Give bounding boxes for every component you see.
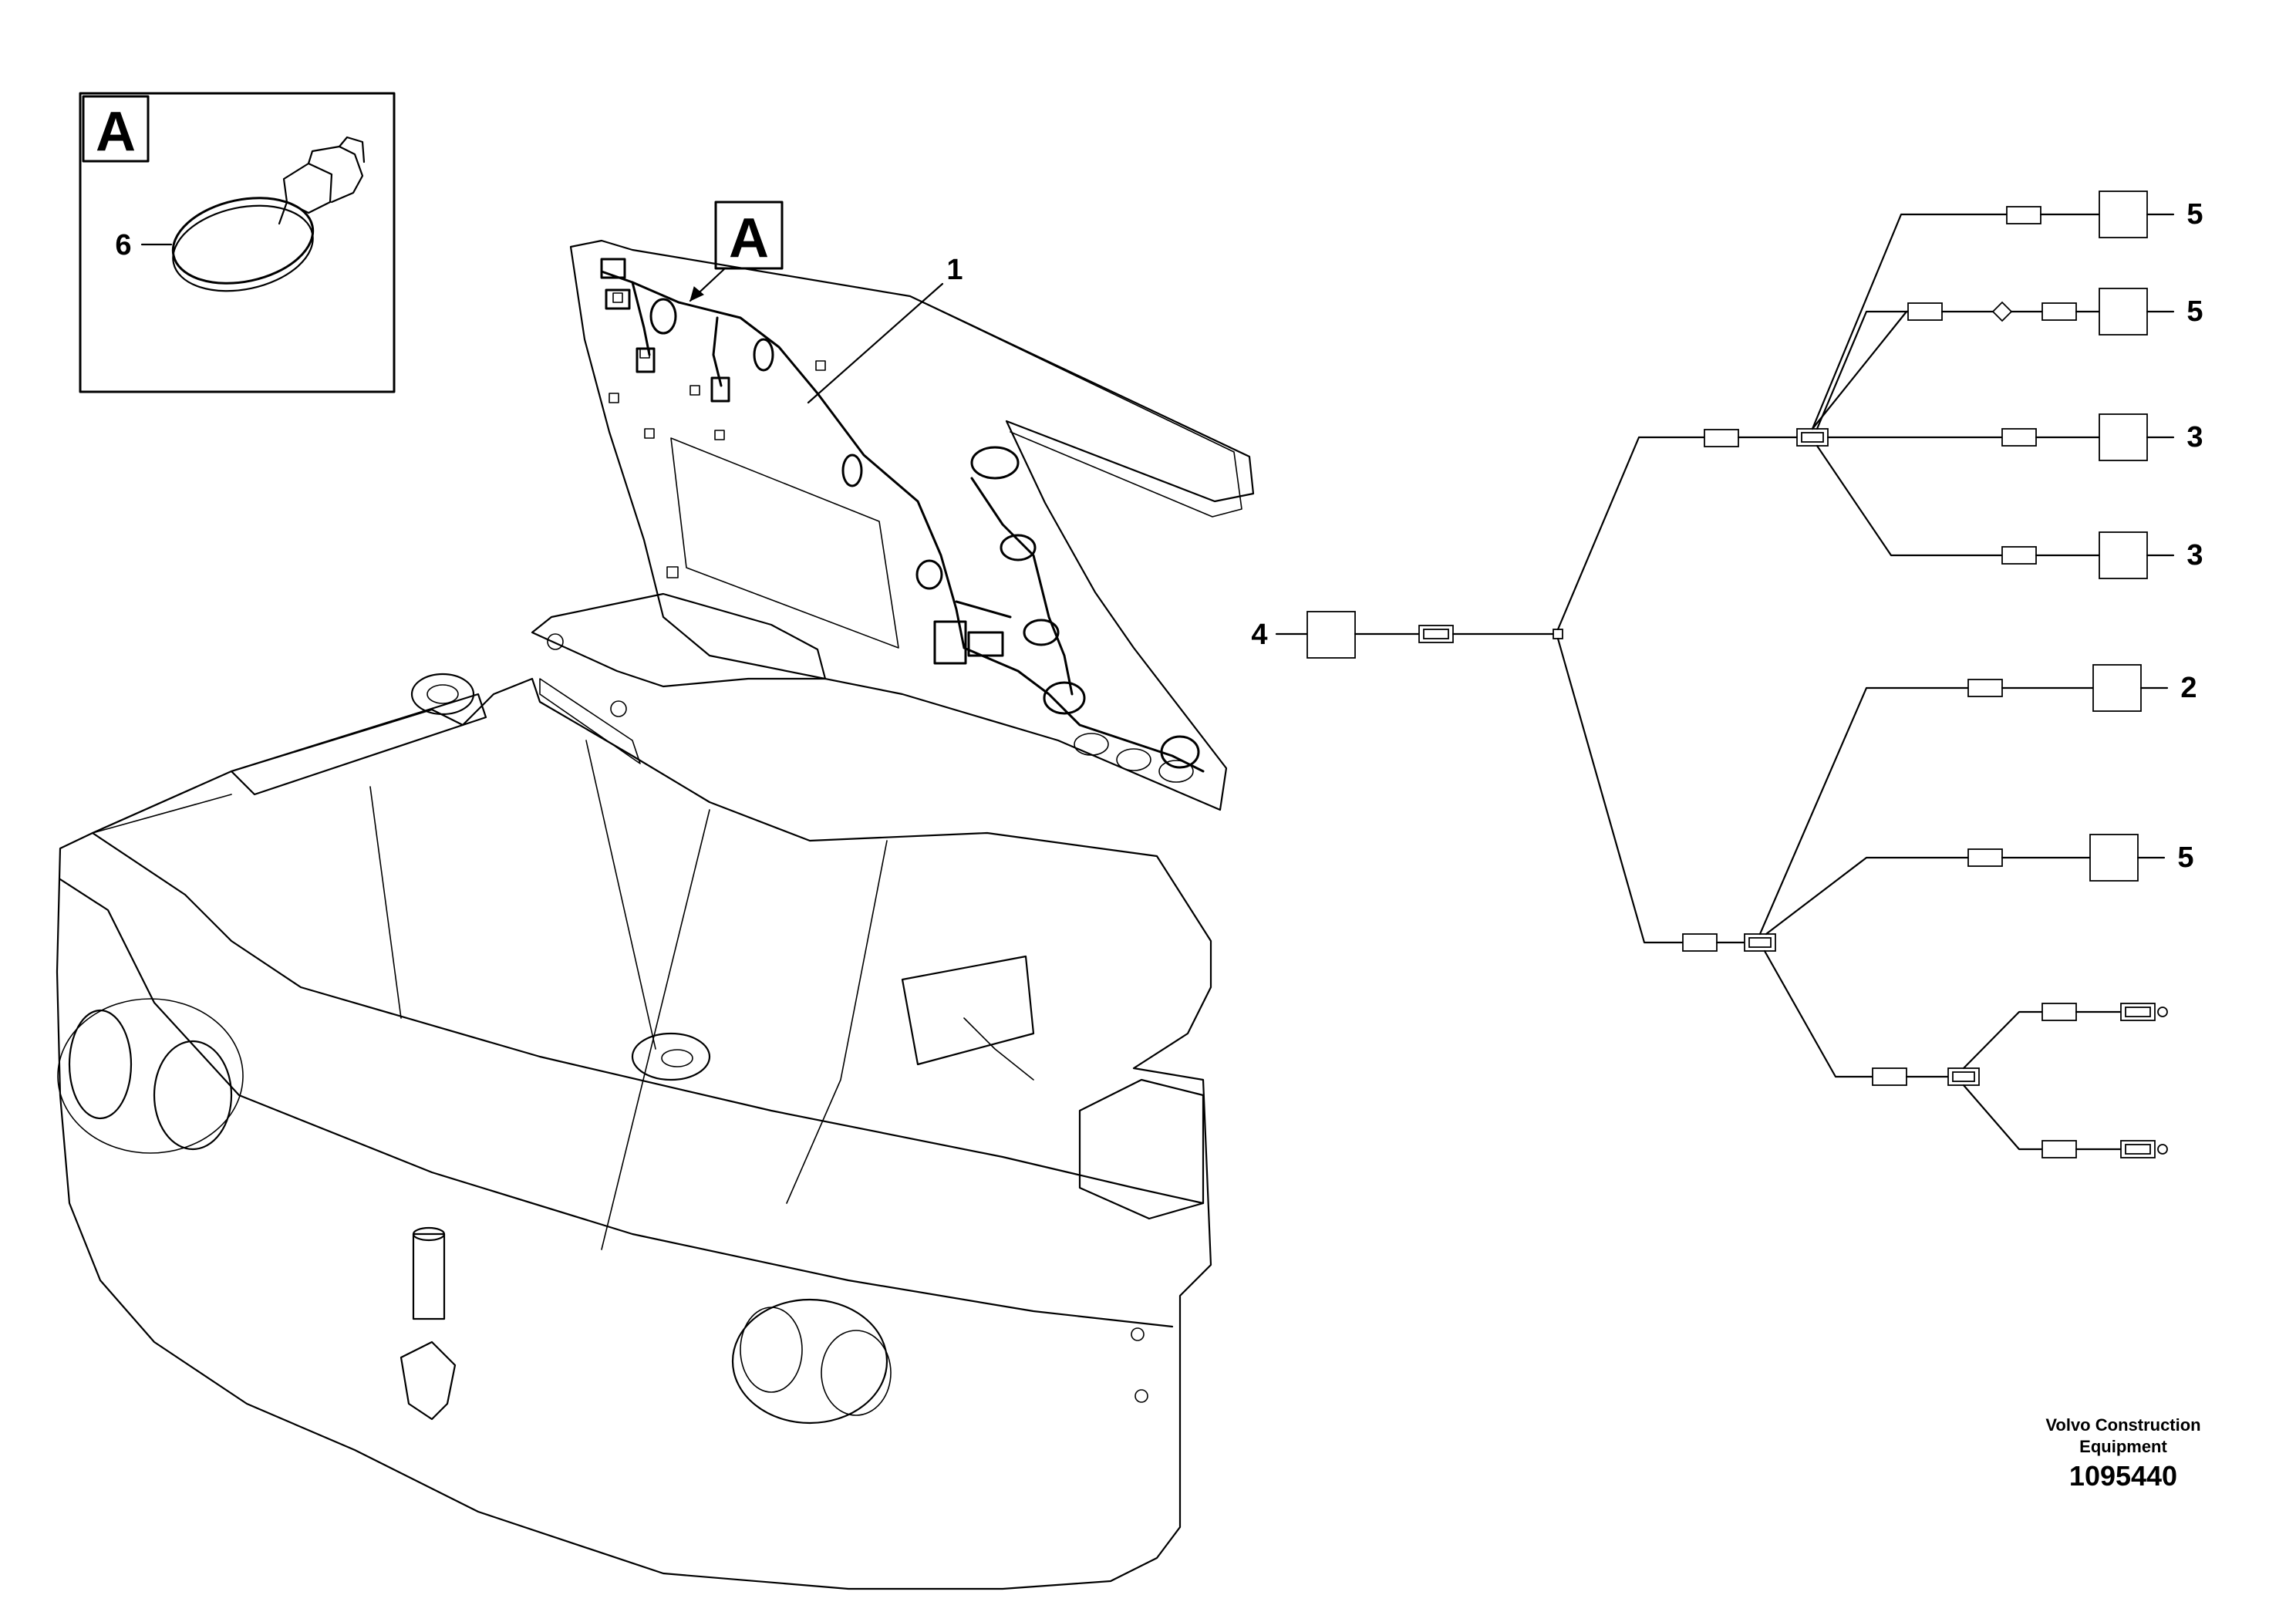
right-lamp-cluster <box>731 1298 892 1425</box>
schem-label-5-top: 5 <box>2186 198 2203 231</box>
detail-frame <box>79 92 396 393</box>
mounting-bracket <box>531 592 827 688</box>
view-a-marker: A <box>689 201 784 302</box>
schem-label-3-upper: 3 <box>2186 421 2203 454</box>
view-tag-letter: A <box>729 207 769 269</box>
panel-holes <box>609 292 1194 783</box>
schem-label-4: 4 <box>1251 619 1267 651</box>
detail-view-a: A 6 <box>79 92 396 393</box>
drawing-number: 1095440 <box>2069 1460 2177 1492</box>
part-label-6: 6 <box>115 229 131 261</box>
part-label-1: 1 <box>946 254 963 286</box>
machine-front-illustration <box>56 239 1255 1590</box>
schem-connector-4 <box>1306 611 1356 659</box>
panel-window <box>670 437 899 649</box>
harness-schematic <box>1275 191 2175 1158</box>
left-lamp-cluster <box>57 998 244 1154</box>
detail-tag-letter: A <box>96 101 136 163</box>
part-1-leader <box>807 282 944 404</box>
view-tag-box <box>714 201 784 270</box>
footer-block: Volvo Construction Equipment 1095440 <box>2045 1415 2200 1492</box>
schem-label-2: 2 <box>2180 672 2197 704</box>
wiring-harness <box>600 258 1205 773</box>
schem-label-3-lower: 3 <box>2186 539 2203 572</box>
cable-tie-clip <box>171 136 366 292</box>
control-box <box>901 955 1035 1066</box>
company-line-1: Volvo Construction <box>2045 1415 2200 1435</box>
schem-label-5-second: 5 <box>2186 295 2203 328</box>
counterweight-body <box>56 677 1212 1590</box>
lifting-eye <box>410 673 475 716</box>
schem-junction <box>1553 629 1563 639</box>
tow-hitch <box>400 1226 457 1421</box>
top-rail <box>230 693 487 796</box>
lifting-eye-2 <box>631 1032 711 1081</box>
company-line-2: Equipment <box>2079 1437 2167 1456</box>
side-block <box>1078 1078 1205 1220</box>
schem-label-5-lower: 5 <box>2177 841 2193 874</box>
service-hatch-panel <box>569 239 1255 811</box>
detail-tag-box <box>82 95 150 163</box>
